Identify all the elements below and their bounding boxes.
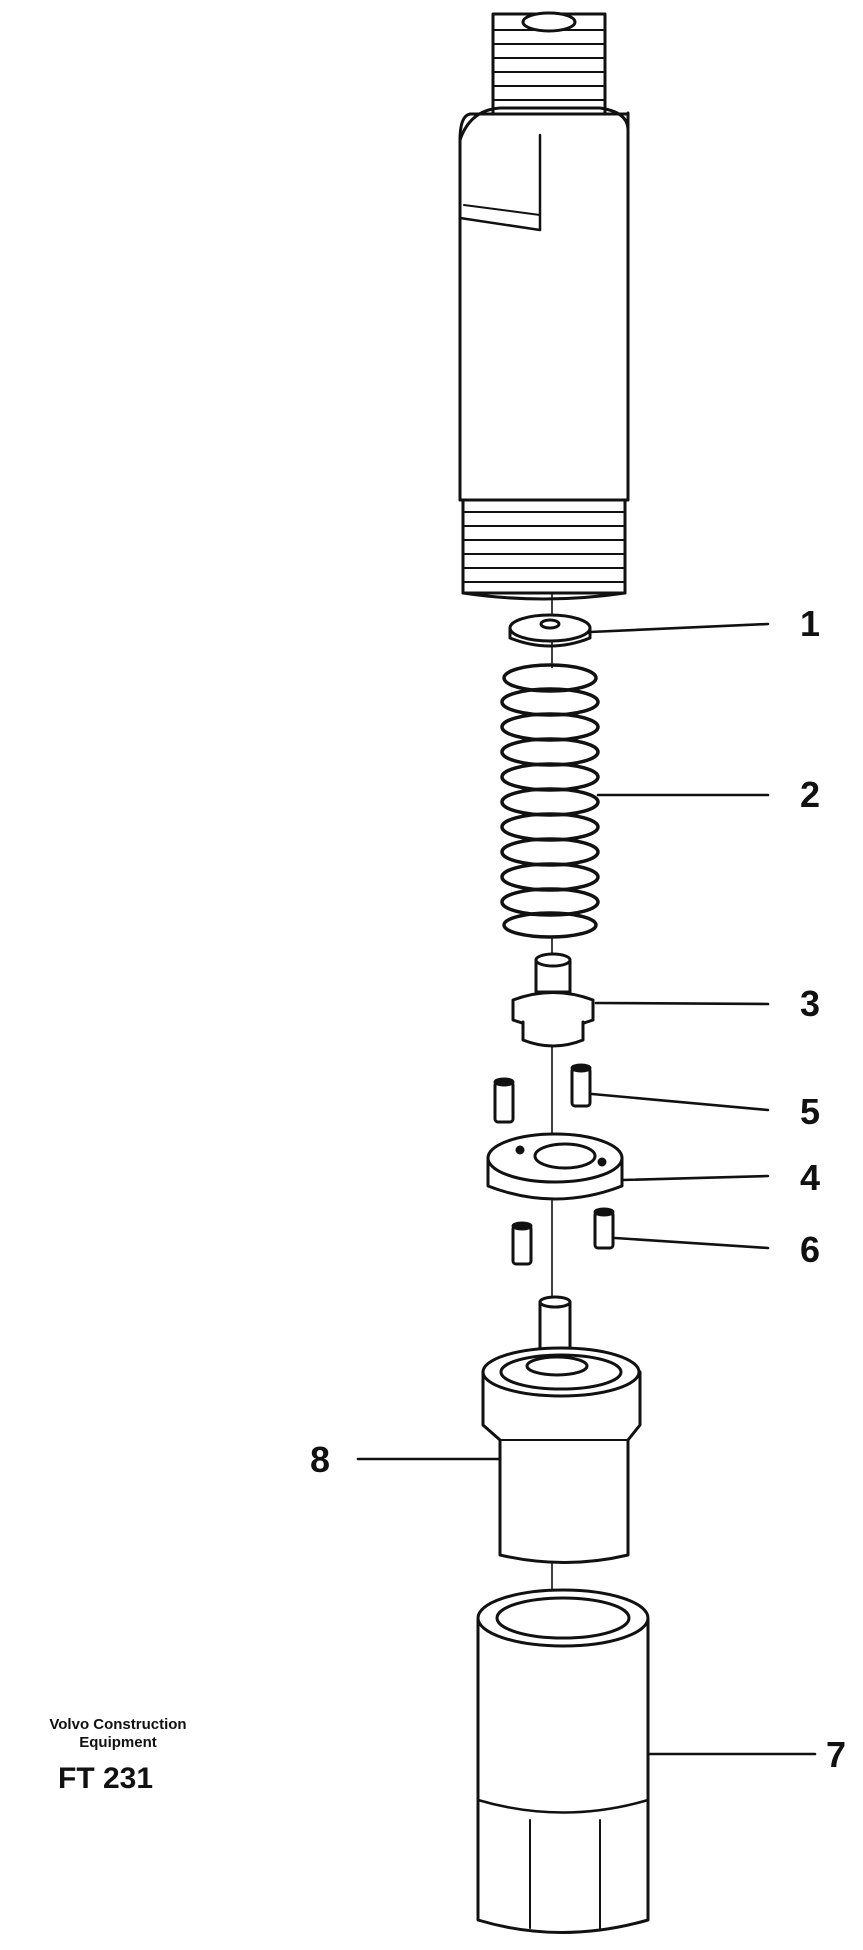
leader-lines [356, 622, 817, 1756]
guide-pin-upper-right [570, 1063, 592, 1108]
nozzle-cap-nut [476, 1588, 650, 1934]
spring-seat [511, 952, 595, 1048]
callout-4: 4 [800, 1157, 820, 1198]
pressure-spring [500, 663, 600, 939]
callout-5: 5 [800, 1091, 820, 1132]
intermediate-disc [486, 1132, 624, 1201]
publisher-line-1: Volvo Construction [49, 1716, 187, 1733]
injection-nozzle [481, 1295, 642, 1564]
leader-line-1 [588, 622, 770, 634]
callout-3: 3 [800, 983, 820, 1024]
nozzle-holder-body [458, 11, 630, 601]
callout-2: 2 [800, 774, 820, 815]
callout-6: 6 [800, 1229, 820, 1270]
callout-1: 1 [800, 603, 820, 644]
publisher-label: Volvo Construction Equipment [18, 1716, 218, 1752]
publisher-line-2: Equipment [79, 1734, 157, 1751]
leader-line-3 [594, 1001, 770, 1006]
figure-code: FT 231 [58, 1762, 154, 1795]
leader-line-5 [590, 1092, 770, 1112]
leader-line-4 [620, 1174, 770, 1182]
shim-washer [508, 613, 592, 648]
callout-8: 8 [310, 1439, 330, 1480]
guide-pin-upper-left [493, 1077, 515, 1124]
leader-line-6 [613, 1236, 770, 1250]
callout-7: 7 [826, 1734, 846, 1775]
guide-pin-lower-left [511, 1221, 533, 1266]
guide-pin-lower-right [593, 1207, 615, 1250]
